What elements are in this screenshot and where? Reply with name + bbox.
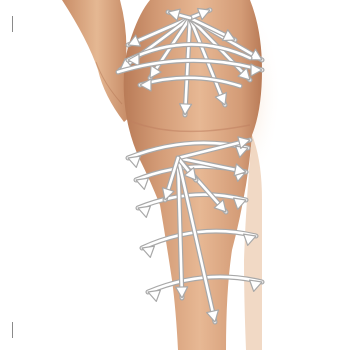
- leg-arc-head-left-4: [148, 290, 160, 301]
- leg-arc-head-left-0: [128, 156, 140, 167]
- leg-arc-head-left-3: [142, 246, 154, 257]
- arm: [62, 0, 132, 122]
- leg-arc-head-left-1: [136, 178, 148, 189]
- leg-arc-head-left-2: [138, 206, 150, 217]
